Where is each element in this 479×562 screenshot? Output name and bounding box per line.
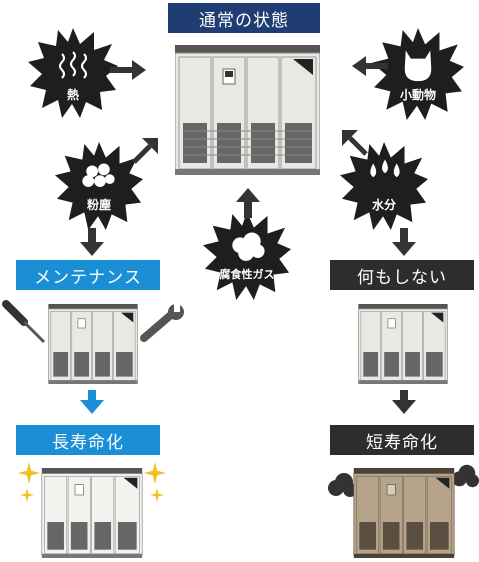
arrow-dust-down [80,228,104,256]
cabinet-normal [175,45,320,175]
corrosive-gas-burst: 腐食性ガス [203,212,291,300]
sparkle-icon [150,488,164,502]
moisture-label: 水分 [371,198,396,212]
wrench-icon [140,304,184,342]
arrow-maintenance-down [80,390,104,414]
maintenance-label: メンテナンス [16,260,160,290]
arrow-do-nothing-down [392,390,416,414]
smoke-cloud-icon [451,464,479,488]
heat-waves-icon [59,51,87,79]
cabinet-long-life [41,468,143,558]
title-label: 通常の状態 [168,3,320,33]
moisture-burst: 水分 [340,142,428,230]
sparkle-icon [20,488,34,502]
sparkle-icon [144,462,166,484]
short-life-label: 短寿命化 [330,425,474,455]
water-drop-icon [370,159,400,178]
gas-cloud-icon [232,232,265,261]
dust-icon [82,163,115,187]
small-animals-burst: 小動物 [372,28,464,120]
do-nothing-label: 何もしない [330,260,474,290]
dust-burst: 粉塵 [55,142,143,230]
sparkle-icon [18,462,40,484]
long-life-label: 長寿命化 [16,425,160,455]
heat-burst: 熱 [28,28,118,118]
small-animals-label: 小動物 [399,88,436,102]
arrow-moisture-up [342,130,368,156]
corrosive-gas-label: 腐食性ガス [219,268,275,281]
heat-label: 熱 [66,88,79,102]
arrow-dust-up [132,138,158,164]
cat-icon [404,50,432,82]
cabinet-maintenance [48,304,138,384]
screwdriver-icon [2,300,46,344]
arrow-small-animals [352,56,388,76]
arrow-gas-up [236,188,260,218]
arrow-moisture-down [392,228,416,256]
cabinet-do-nothing [358,304,448,384]
dust-label: 粉塵 [86,198,111,212]
cabinet-short-life [353,468,455,558]
arrow-heat [110,60,146,80]
smoke-cloud-icon [328,473,357,497]
